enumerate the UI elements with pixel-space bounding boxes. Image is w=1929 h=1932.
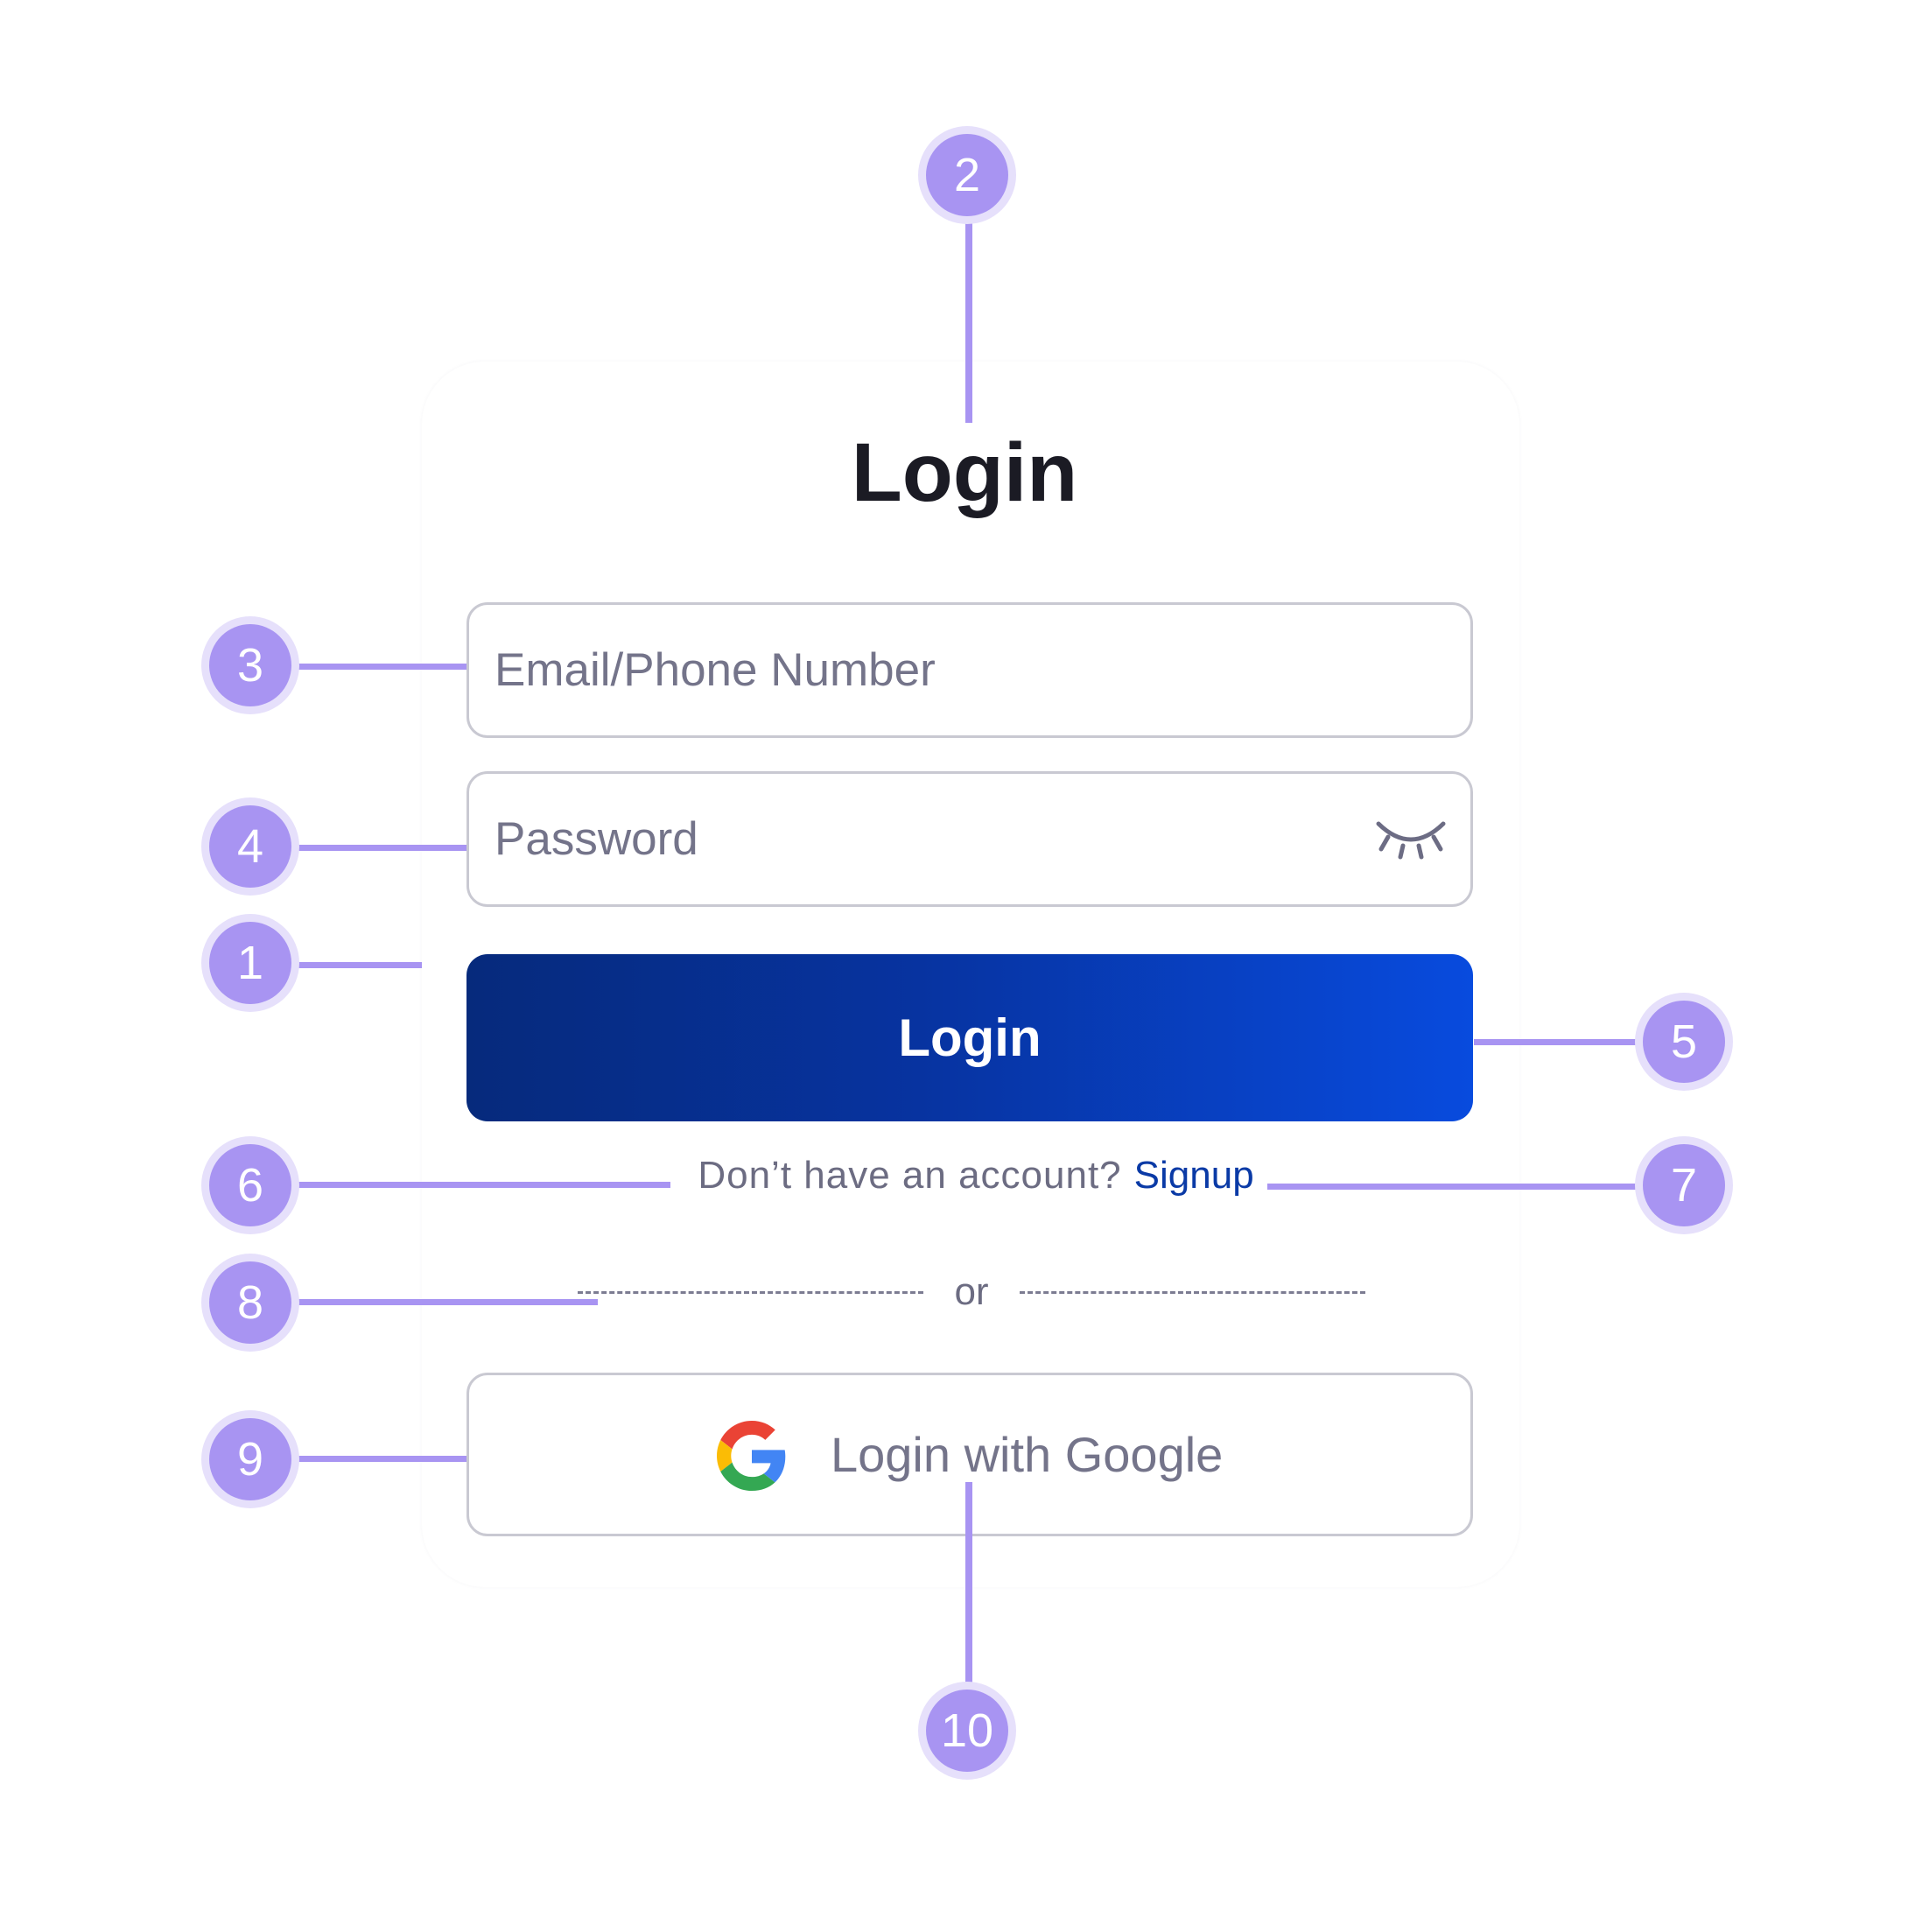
- connector-7: [1267, 1184, 1644, 1190]
- email-placeholder: Email/Phone Number: [495, 644, 936, 696]
- signup-link[interactable]: Signup: [1133, 1154, 1254, 1197]
- connector-4: [289, 845, 466, 851]
- annotation-marker-1: 1: [209, 922, 291, 1004]
- annotation-marker-8: 8: [209, 1261, 291, 1344]
- login-button[interactable]: Login: [466, 954, 1473, 1121]
- email-field[interactable]: Email/Phone Number: [466, 602, 1473, 738]
- google-button-label: Login with Google: [831, 1427, 1224, 1482]
- google-login-button[interactable]: Login with Google: [466, 1373, 1473, 1536]
- annotation-marker-9: 9: [209, 1418, 291, 1500]
- password-placeholder: Password: [495, 813, 698, 865]
- annotation-marker-6: 6: [209, 1144, 291, 1226]
- connector-2: [965, 212, 972, 423]
- login-button-label: Login: [898, 1008, 1042, 1067]
- google-icon: [717, 1421, 786, 1491]
- connector-9: [289, 1456, 466, 1462]
- signup-prompt: Don’t have an account?: [698, 1154, 1122, 1197]
- divider-line-right: [1020, 1290, 1365, 1294]
- connector-8: [289, 1299, 598, 1305]
- password-field[interactable]: Password: [466, 771, 1473, 907]
- divider-line-left: [578, 1290, 923, 1294]
- connector-6: [289, 1182, 670, 1188]
- annotation-marker-7: 7: [1643, 1144, 1725, 1226]
- connector-1: [289, 962, 422, 968]
- eye-closed-icon[interactable]: [1373, 817, 1449, 862]
- connector-3: [289, 664, 466, 670]
- connector-5: [1474, 1039, 1644, 1045]
- annotation-marker-5: 5: [1643, 1001, 1725, 1083]
- annotation-marker-2: 2: [926, 134, 1008, 216]
- annotation-marker-4: 4: [209, 805, 291, 888]
- annotation-marker-3: 3: [209, 624, 291, 706]
- page-title: Login: [851, 426, 1078, 519]
- or-divider: or: [578, 1264, 1365, 1320]
- signup-row: Don’t have an account? Signup: [613, 1145, 1339, 1206]
- connector-10: [965, 1482, 972, 1690]
- annotation-marker-10: 10: [926, 1690, 1008, 1772]
- divider-label: or: [954, 1270, 989, 1313]
